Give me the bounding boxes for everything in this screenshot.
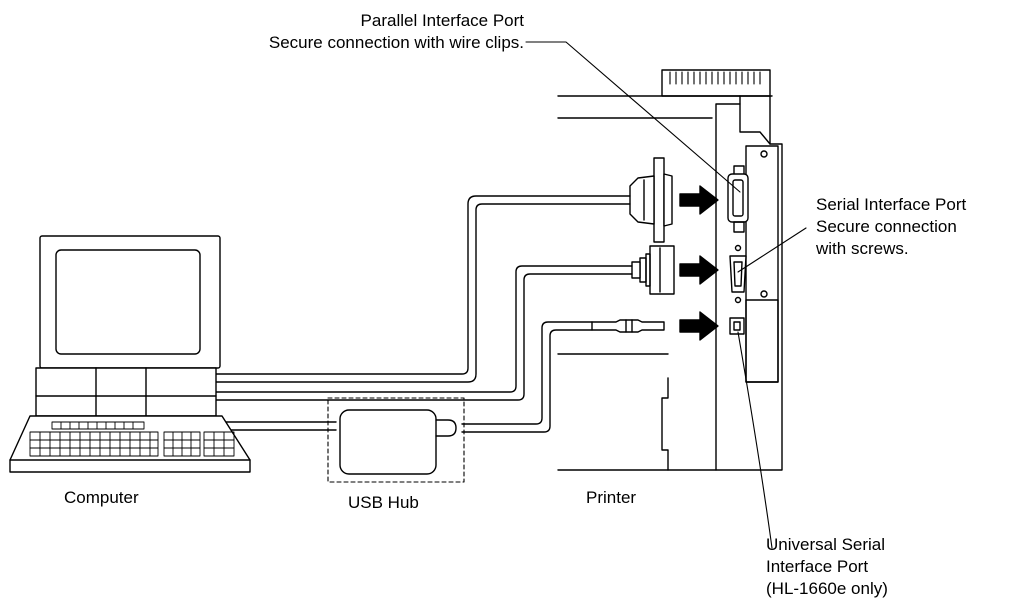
parallel-port-label: Parallel Interface Port Secure connectio…	[269, 10, 524, 54]
arrow-icon	[679, 185, 719, 341]
usb-port-label: Universal Serial Interface Port (HL-1660…	[766, 534, 888, 600]
usb-hub-label: USB Hub	[348, 493, 419, 512]
serial-cable	[215, 265, 633, 401]
printer-label: Printer	[586, 488, 637, 507]
computer	[9, 235, 251, 473]
serial-port-label-line1: Serial Interface Port	[816, 195, 967, 214]
usb-port-label-line2: Interface Port	[766, 557, 869, 576]
usb-hub	[327, 397, 465, 483]
serial-connector	[631, 245, 675, 295]
parallel-port-label-line1: Parallel Interface Port	[360, 11, 524, 30]
usb-cable	[215, 321, 593, 433]
usb-connector	[591, 319, 665, 333]
serial-port-label-line3: with screws.	[816, 239, 909, 258]
leader-lines	[525, 41, 807, 549]
usb-port	[729, 317, 745, 335]
usb-port-label-line1: Universal Serial	[766, 535, 886, 554]
parallel-cable	[215, 195, 631, 383]
serial-port	[729, 244, 747, 304]
parallel-port-label-line2: Secure connection with wire clips.	[268, 33, 524, 52]
parallel-connector	[629, 157, 673, 243]
computer-label: Computer	[64, 488, 139, 507]
parallel-port	[727, 165, 749, 233]
serial-port-label: Serial Interface Port Secure connection …	[816, 194, 966, 260]
usb-port-label-line3: (HL-1660e only)	[766, 579, 888, 598]
serial-port-label-line2: Secure connection	[816, 217, 957, 236]
